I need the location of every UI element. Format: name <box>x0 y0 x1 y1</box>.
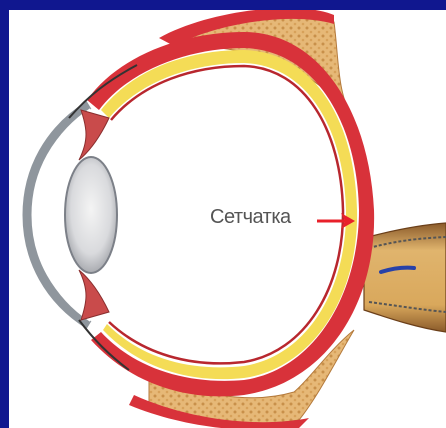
retina-label: Сетчатка <box>210 206 291 229</box>
illustration-panel: Сетчатка <box>9 10 446 428</box>
iris-lower <box>79 270 109 320</box>
iris-upper <box>79 110 109 160</box>
lens <box>65 157 117 273</box>
optic-nerve <box>364 223 446 332</box>
